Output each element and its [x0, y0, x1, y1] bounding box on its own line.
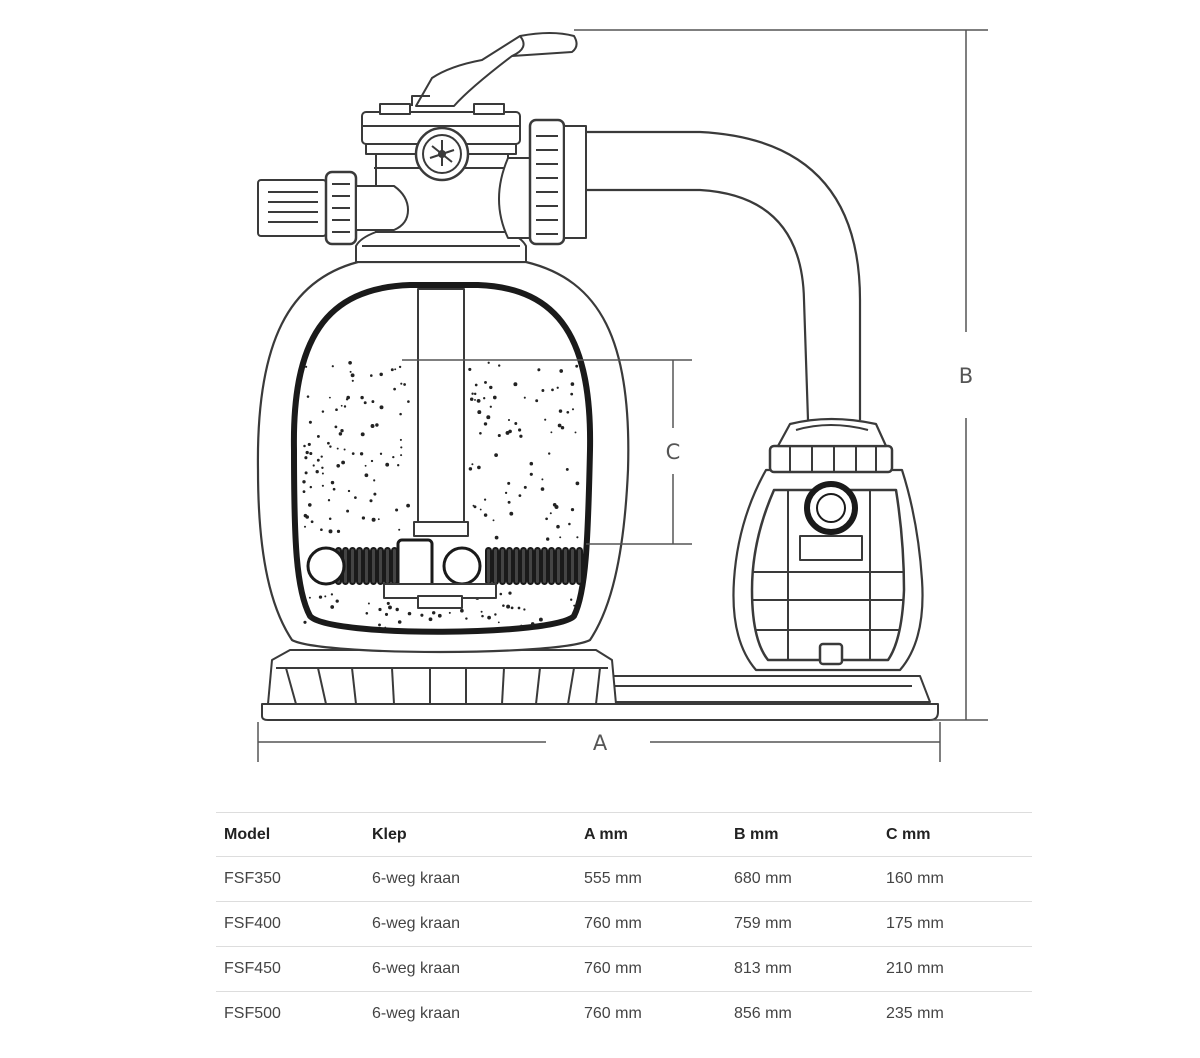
cell-a-mm: 760 mm: [576, 901, 726, 947]
filter-tank: [256, 260, 630, 654]
cell-klep: 6-weg kraan: [364, 991, 576, 1036]
center-pipe: [417, 288, 465, 528]
cell-a-mm: 555 mm: [576, 856, 726, 902]
cell-klep: 6-weg kraan: [364, 946, 576, 992]
table-row: FSF500 6-weg kraan 760 mm 856 mm 235 mm: [216, 991, 1032, 1036]
pressure-gauge-icon: [414, 126, 470, 182]
outlet-port-right: [498, 118, 587, 246]
cell-c-mm: 235 mm: [878, 991, 1032, 1036]
dimension-lines: [257, 29, 988, 762]
header-b-mm: B mm: [726, 812, 878, 857]
six-way-valve: [355, 32, 578, 263]
table-row: FSF450 6-weg kraan 760 mm 813 mm 210 mm: [216, 946, 1032, 992]
header-model: Model: [216, 812, 364, 857]
dimension-label-c: C: [666, 440, 681, 464]
cell-b-mm: 856 mm: [726, 991, 878, 1036]
cell-a-mm: 760 mm: [576, 946, 726, 992]
specifications-table: Model Klep A mm B mm C mm FSF350 6-weg k…: [216, 812, 1032, 1036]
dimension-label-b: B: [959, 364, 973, 388]
inlet-port-left: [257, 170, 409, 246]
cell-model: FSF500: [216, 991, 364, 1036]
filter-stand: [267, 649, 617, 705]
table-row: FSF350 6-weg kraan 555 mm 680 mm 160 mm: [216, 856, 1032, 902]
pump-inlet-icon: [804, 481, 858, 535]
cell-klep: 6-weg kraan: [364, 901, 576, 947]
cell-b-mm: 759 mm: [726, 901, 878, 947]
header-klep: Klep: [364, 812, 576, 857]
cell-b-mm: 680 mm: [726, 856, 878, 902]
table-row: FSF400 6-weg kraan 760 mm 759 mm 175 mm: [216, 901, 1032, 947]
cell-model: FSF450: [216, 946, 364, 992]
cell-a-mm: 760 mm: [576, 991, 726, 1036]
pump: [732, 417, 924, 672]
cell-model: FSF400: [216, 901, 364, 947]
sand-filter-diagram: B A C: [256, 29, 988, 762]
cell-model: FSF350: [216, 856, 364, 902]
cell-c-mm: 160 mm: [878, 856, 1032, 902]
table-header-row: Model Klep A mm B mm C mm: [216, 812, 1032, 857]
cell-b-mm: 813 mm: [726, 946, 878, 992]
header-a-mm: A mm: [576, 812, 726, 857]
cell-c-mm: 175 mm: [878, 901, 1032, 947]
dimension-label-a: A: [593, 731, 608, 755]
cell-klep: 6-weg kraan: [364, 856, 576, 902]
connection-hose: [586, 130, 862, 421]
cell-c-mm: 210 mm: [878, 946, 1032, 992]
header-c-mm: C mm: [878, 812, 1032, 857]
